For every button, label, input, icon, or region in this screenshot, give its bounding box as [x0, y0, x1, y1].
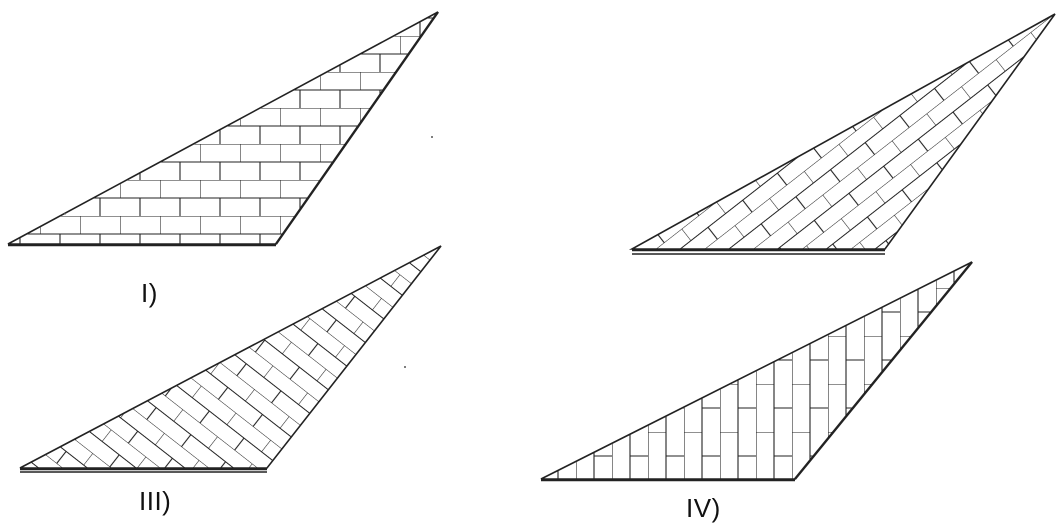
- triangle-panel-3: [19, 245, 442, 473]
- triangle-panel-2: [628, 13, 1056, 255]
- panel-label-3: III): [139, 486, 172, 516]
- right-edge-line: [794, 261, 973, 480]
- panel-label-4: IV): [686, 493, 721, 523]
- brick-triangle-horizontal: [7, 11, 439, 245]
- triangle-panel-1: [7, 11, 439, 247]
- triangle-panel-4: [540, 261, 973, 482]
- brick-triangle-vertical: [540, 261, 973, 480]
- right-edge-line: [275, 11, 439, 245]
- brick-triangle-diagonal-parallel: [628, 13, 1056, 250]
- brick-triangle-diagonal-perpendicular: [19, 245, 442, 469]
- scan-speck: [64, 213, 66, 215]
- scan-speck: [404, 366, 406, 368]
- panel-label-1: I): [141, 278, 158, 308]
- scan-speck: [431, 136, 433, 138]
